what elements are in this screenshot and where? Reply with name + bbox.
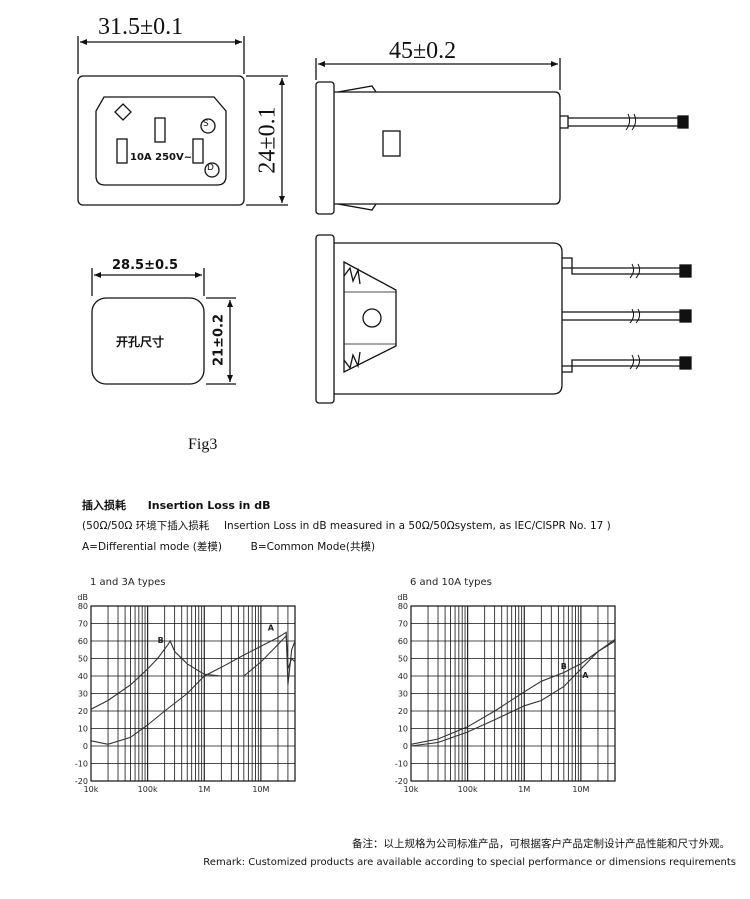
insertion-loss-title-en: Insertion Loss in dB xyxy=(147,499,271,512)
series-line-a xyxy=(90,631,296,745)
y-tick-label: 60 xyxy=(78,637,88,646)
y-tick-label: 30 xyxy=(78,690,88,699)
x-tick-label: 100k xyxy=(458,785,478,794)
y-tick-label: -20 xyxy=(395,777,408,786)
side-view-lower xyxy=(315,234,692,404)
remark-en: Remark: Customized products are availabl… xyxy=(203,857,736,868)
y-axis-label: dB xyxy=(77,593,88,602)
x-tick-label: 1M xyxy=(518,785,530,794)
series-label-a: A xyxy=(268,624,275,633)
chart-title: 6 and 10A types xyxy=(410,577,492,588)
front-view xyxy=(77,36,288,206)
mode-legend: A=Differential mode (差模) B=Common Mode(共… xyxy=(82,539,375,554)
series-label-b: B xyxy=(561,662,567,671)
cutout-view xyxy=(91,268,236,385)
series-label-b: B xyxy=(158,636,164,645)
y-tick-label: 10 xyxy=(78,725,88,734)
y-tick-label: 20 xyxy=(398,707,408,716)
y-tick-label: 60 xyxy=(398,637,408,646)
x-tick-label: 10M xyxy=(252,785,269,794)
socket-symbol-s: S xyxy=(203,119,209,129)
socket-symbol-d: D xyxy=(207,163,214,173)
cutout-width-dimension: 28.5±0.5 xyxy=(112,258,178,273)
series-line-b xyxy=(410,640,616,745)
y-tick-label: -20 xyxy=(75,777,88,786)
y-tick-label: 50 xyxy=(78,655,88,664)
x-tick-label: 1M xyxy=(198,785,210,794)
cutout-label: 开孔尺寸 xyxy=(116,335,165,349)
y-tick-label: 70 xyxy=(78,620,88,629)
y-tick-label: 40 xyxy=(398,672,408,681)
mode-b-legend: B=Common Mode(共模) xyxy=(250,541,376,553)
y-tick-label: -10 xyxy=(395,760,408,769)
y-tick-label: 10 xyxy=(398,725,408,734)
y-tick-label: 80 xyxy=(398,602,408,611)
side-view-upper xyxy=(315,58,689,215)
y-tick-label: 0 xyxy=(403,742,408,751)
y-tick-label: 70 xyxy=(398,620,408,629)
series-label-a: A xyxy=(582,671,589,680)
y-tick-label: 30 xyxy=(398,690,408,699)
insertion-loss-title: 插入损耗 Insertion Loss in dB xyxy=(82,497,270,513)
mode-a-legend: A=Differential mode (差模) xyxy=(82,541,222,553)
front-width-dimension: 31.5±0.1 xyxy=(98,14,184,40)
front-height-dimension: 24±0.1 xyxy=(254,106,281,174)
y-tick-label: 40 xyxy=(78,672,88,681)
x-tick-label: 10k xyxy=(84,785,99,794)
y-tick-label: 20 xyxy=(78,707,88,716)
x-tick-label: 10M xyxy=(572,785,589,794)
cutout-height-dimension: 21±0.2 xyxy=(211,313,227,367)
figure-caption: Fig3 xyxy=(188,436,218,453)
side-length-dimension: 45±0.2 xyxy=(389,38,457,64)
chart-1-3a: 1 and 3A types 80 70 60 50 40 30 20 10 0 -10 -20 dB 1… xyxy=(75,577,296,794)
y-tick-label: 50 xyxy=(398,655,408,664)
y-tick-label: 80 xyxy=(78,602,88,611)
y-axis-label: dB xyxy=(397,593,408,602)
remark-cn: 备注：以上规格为公司标准产品，可根据客户产品定制设计产品性能和尺寸外观。 xyxy=(352,838,730,850)
insertion-loss-conditions: (50Ω/50Ω 环境下插入损耗 Insertion Loss in dB me… xyxy=(82,518,611,533)
technical-drawing xyxy=(77,36,692,404)
chart-title: 1 and 3A types xyxy=(90,577,165,588)
series-line-b xyxy=(90,634,296,710)
chart-6-10a: 6 and 10A types 80 70 60 50 40 30 20 10 0 -10 -20 dB… xyxy=(395,577,616,794)
socket-rating-label: 10A 250V~ xyxy=(130,152,193,163)
y-tick-label: 0 xyxy=(83,742,88,751)
conditions-en: Insertion Loss in dB measured in a 50Ω/5… xyxy=(223,520,611,532)
x-tick-label: 10k xyxy=(404,785,419,794)
conditions-cn: (50Ω/50Ω 环境下插入损耗 xyxy=(82,520,210,532)
x-tick-label: 100k xyxy=(138,785,158,794)
y-tick-label: -10 xyxy=(75,760,88,769)
insertion-loss-title-cn: 插入损耗 xyxy=(82,499,126,512)
series-line-a xyxy=(410,638,616,747)
